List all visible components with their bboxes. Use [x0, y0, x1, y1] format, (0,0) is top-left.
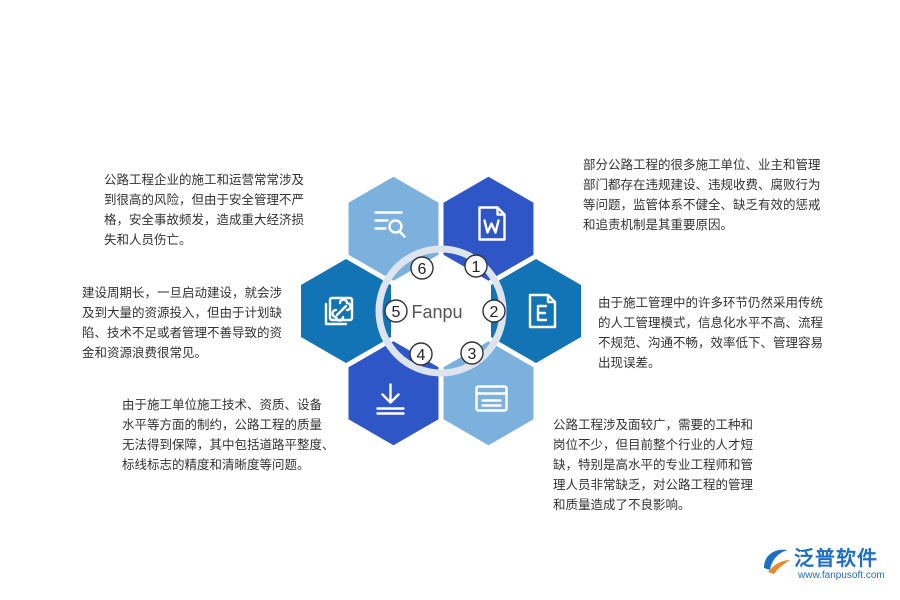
word-document-icon	[478, 206, 506, 241]
segment-2-description: 由于施工管理中的许多环节仍然采用传统 的人工管理模式，信息化水平不高、流程 不规…	[598, 293, 823, 373]
list-icon	[475, 385, 508, 412]
number-badge-1	[464, 254, 488, 278]
download-icon	[376, 383, 405, 415]
search-list-icon	[374, 211, 406, 238]
segment-6-line: 公路工程企业的施工和运营常常涉及	[104, 172, 305, 187]
segment-1-description: 部分公路工程的很多施工单位、业主和管理 部门都存在违规建设、违规收费、腐败行为 …	[583, 155, 821, 235]
hexagon-segment-2	[491, 259, 581, 363]
brand-url: www.fanpusoft.com	[798, 570, 885, 581]
segment-6-line: 格，安全事故频发，造成重大经济损	[104, 212, 305, 227]
segment-5-line: 陷、技术不足或者管理不善导致的资	[82, 325, 283, 340]
segment-1-line: 等问题，监管体系不健全、缺乏有效的惩戒	[583, 197, 821, 212]
segment-5-line: 及到大量的资源投入，但由于计划缺	[82, 305, 283, 320]
brand-logo[interactable]: 泛普软件 www.fanpusoft.com	[758, 540, 888, 590]
brand-name: 泛普软件	[794, 546, 878, 570]
segment-4-line: 水平等方面的制约，公路工程的质量	[122, 417, 323, 432]
segment-3-line: 缺，特别是高水平的专业工程师和管	[553, 457, 754, 472]
segment-4-line: 由于施工单位施工技术、资质、设备	[122, 397, 323, 412]
segment-3-description: 公路工程涉及面较广，需要的工种和 岗位不少，但目前整个行业的人才短 缺，特别是高…	[553, 415, 753, 515]
hexagon-segment-5	[301, 259, 391, 363]
segment-6-description: 公路工程企业的施工和运营常常涉及 到很高的风险，但由于安全管理不严 格，安全事故…	[104, 170, 304, 250]
segment-1-line: 和追责机制是其重要原因。	[583, 217, 734, 232]
segment-3-line: 理人员非常缺乏，对公路工程的管理	[553, 477, 754, 492]
segment-6-line: 失和人员伤亡。	[104, 232, 192, 247]
segment-2-line: 由于施工管理中的许多环节仍然采用传统	[598, 295, 824, 310]
brand-mark-icon	[764, 549, 790, 574]
number-badge-label: 4	[417, 347, 426, 364]
center-label: Fanpu	[411, 302, 462, 322]
link-icon	[324, 296, 354, 326]
number-badge-4	[409, 342, 433, 366]
number-badge-label: 3	[468, 346, 477, 363]
center-circle	[391, 261, 491, 361]
number-badge-label: 2	[490, 304, 499, 321]
segment-4-line: 无法得到保障，其中包括道路平整度、	[122, 437, 335, 452]
number-badge-3	[460, 341, 484, 365]
segment-2-line: 出现误差。	[598, 355, 661, 370]
segment-5-line: 金和资源浪费很常见。	[82, 345, 208, 360]
segment-1-line: 部门都存在违规建设、违规收费、腐败行为	[583, 177, 821, 192]
number-badge-6	[410, 256, 434, 280]
segment-4-line: 标线标志的精度和清晰度等问题。	[122, 457, 310, 472]
number-badge-label: 1	[472, 259, 481, 276]
number-badge-label: 5	[392, 304, 401, 321]
segment-6-line: 到很高的风险，但由于安全管理不严	[104, 192, 305, 207]
segment-5-line: 建设周期长，一旦启动建设，就会涉	[82, 285, 283, 300]
segment-2-line: 不规范、沟通不畅，效率低下、管理容易	[598, 335, 824, 350]
number-badge-label: 6	[418, 261, 427, 278]
number-badge-5	[384, 299, 408, 323]
segment-3-line: 公路工程涉及面较广，需要的工种和	[553, 417, 754, 432]
segment-3-line: 岗位不少，但目前整个行业的人才短	[553, 437, 754, 452]
excel-document-icon	[528, 293, 557, 329]
segment-2-line: 的人工管理模式，信息化水平不高、流程	[598, 315, 824, 330]
segment-4-description: 由于施工单位施工技术、资质、设备 水平等方面的制约，公路工程的质量 无法得到保障…	[122, 395, 335, 475]
segment-5-description: 建设周期长，一旦启动建设，就会涉 及到大量的资源投入，但由于计划缺 陷、技术不足…	[82, 283, 282, 363]
segment-1-line: 部分公路工程的很多施工单位、业主和管理	[583, 157, 821, 172]
number-badge-2	[482, 299, 506, 323]
segment-3-line: 和质量造成了不良影响。	[553, 497, 691, 512]
